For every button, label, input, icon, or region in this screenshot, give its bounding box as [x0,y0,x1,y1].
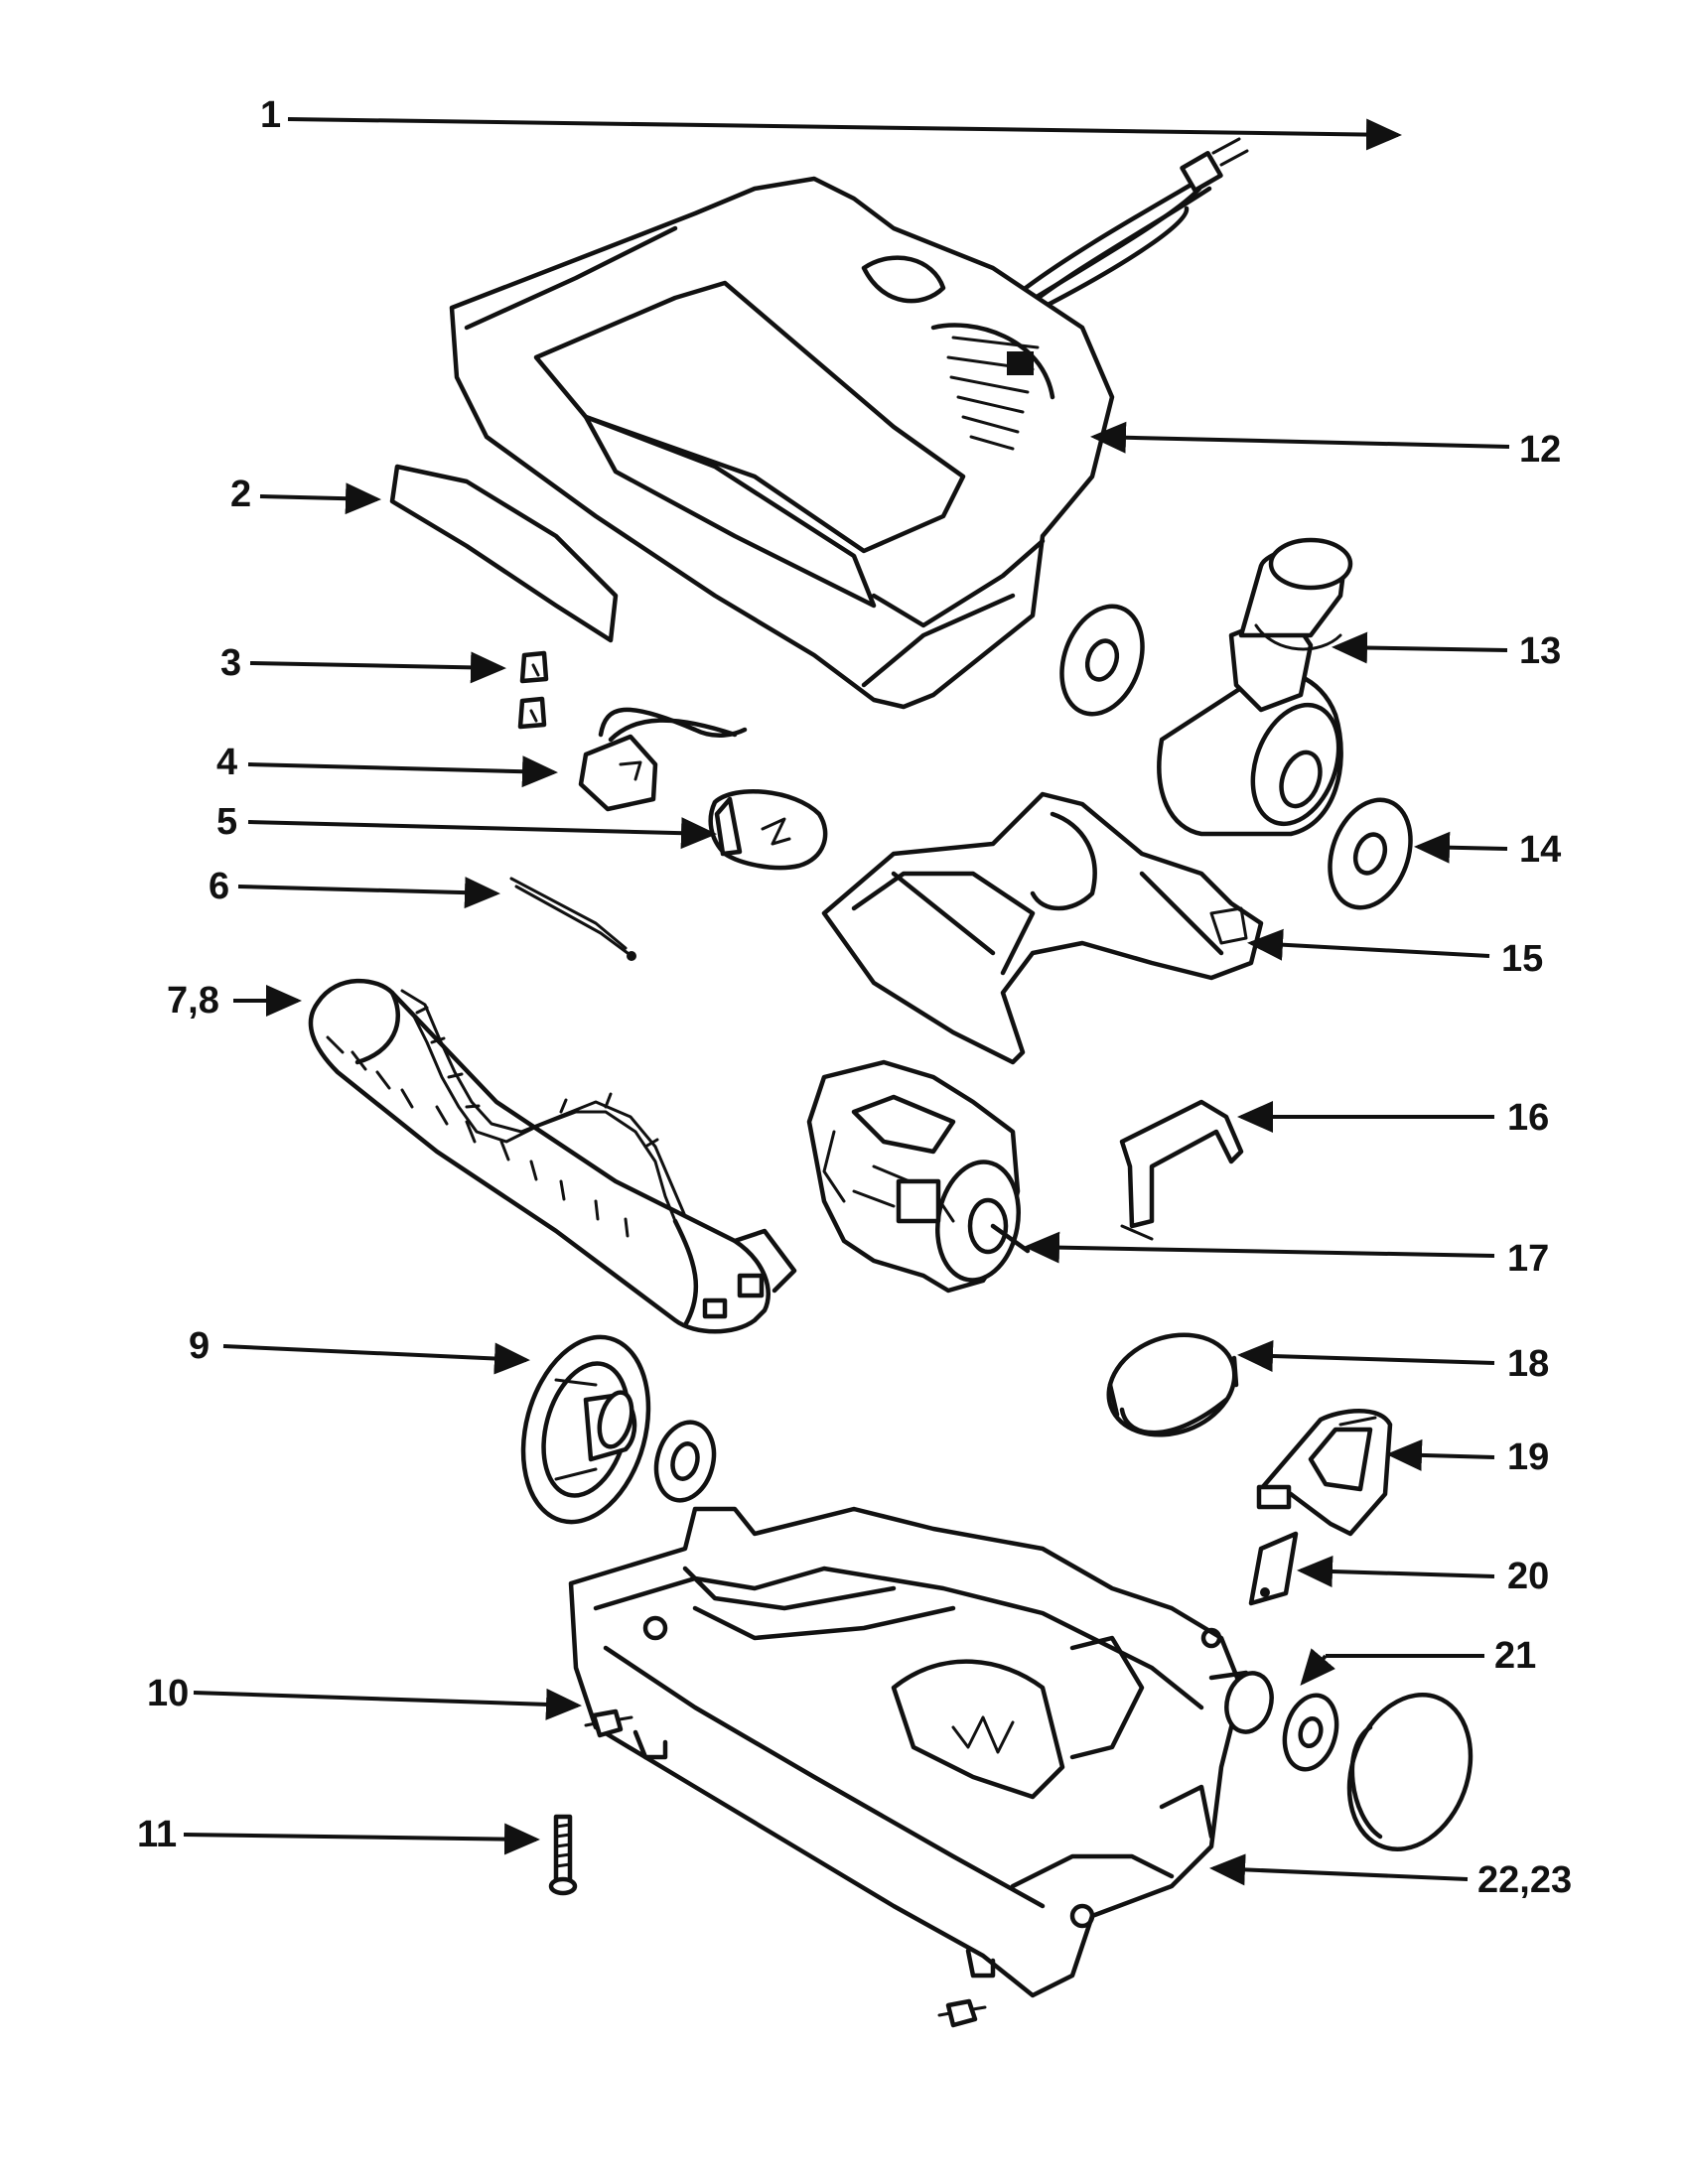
leader-22-23 [1209,1853,1469,1886]
leader-10 [193,1688,582,1720]
leader-11 [183,1823,540,1855]
leader-4 [247,755,558,788]
leader-20 [1297,1555,1495,1587]
drive-belt-part [509,877,636,961]
leader-5 [247,817,717,850]
housing-washer-left-part [1059,604,1145,717]
leader-2 [259,482,381,515]
latch-clip-part [1256,1409,1393,1537]
leader-19 [1386,1438,1495,1471]
callout-21: 21 [1494,1635,1536,1677]
callout-3: 3 [220,642,241,684]
axle-washer-part [1282,1693,1339,1772]
callout-14: 14 [1519,829,1561,871]
cap-pair-part [517,650,549,730]
callout-16: 16 [1507,1097,1549,1139]
leader-13 [1332,631,1508,664]
motor-part [806,1059,1031,1294]
lamp-socket-part [578,707,748,812]
callout-13: 13 [1519,630,1561,672]
base-plate-part [568,1506,1274,1998]
callout-22-23: 22,23 [1477,1859,1572,1901]
callout-20: 20 [1507,1556,1549,1597]
long-screw-part [548,1814,578,1896]
leader-12 [1090,421,1510,454]
fastener-pair-part [584,1708,987,2028]
callout-17: 17 [1507,1238,1549,1280]
leader-6 [237,877,500,909]
callout-11: 11 [137,1814,177,1855]
callout-7-8: 7,8 [167,980,219,1022]
leader-1 [287,117,1402,151]
small-plate-part [1248,1531,1299,1606]
leader-9 [222,1342,530,1375]
belt-ring-part [1106,1332,1239,1437]
nozzle-housing-part [1157,537,1353,837]
wheel-washer-part [653,1420,717,1503]
callout-6: 6 [209,866,229,907]
leader-18 [1237,1340,1495,1372]
callout-10: 10 [147,1673,189,1714]
rear-wheel-part [1346,1693,1474,1851]
callout-19: 19 [1507,1436,1549,1478]
motor-bracket-part [1119,1099,1244,1241]
light-bulb-part [708,789,828,871]
base-frame-part [821,791,1264,1065]
leader-15 [1247,928,1490,961]
callout-18: 18 [1507,1343,1549,1385]
brushroll-part [308,978,797,1334]
callout-2: 2 [230,474,251,515]
callout-labels: 1 2 3 4 5 6 7,8 9 10 11 12 13 14 15 16 1… [137,94,1572,1901]
hood-cover-part [449,176,1115,710]
callout-12: 12 [1519,429,1561,471]
callout-9: 9 [189,1325,210,1367]
leader-lines [183,117,1510,1886]
leader-3 [249,651,506,684]
leader-21b [1300,1648,1335,1687]
leader-17 [1024,1231,1495,1264]
callout-4: 4 [216,742,237,783]
light-lens-part [389,464,619,643]
leader-14 [1414,831,1508,864]
wheel-part [520,1334,651,1525]
callout-15: 15 [1501,938,1543,980]
callout-5: 5 [216,801,237,843]
callout-1: 1 [260,94,281,136]
housing-washer-right-part [1328,797,1413,910]
